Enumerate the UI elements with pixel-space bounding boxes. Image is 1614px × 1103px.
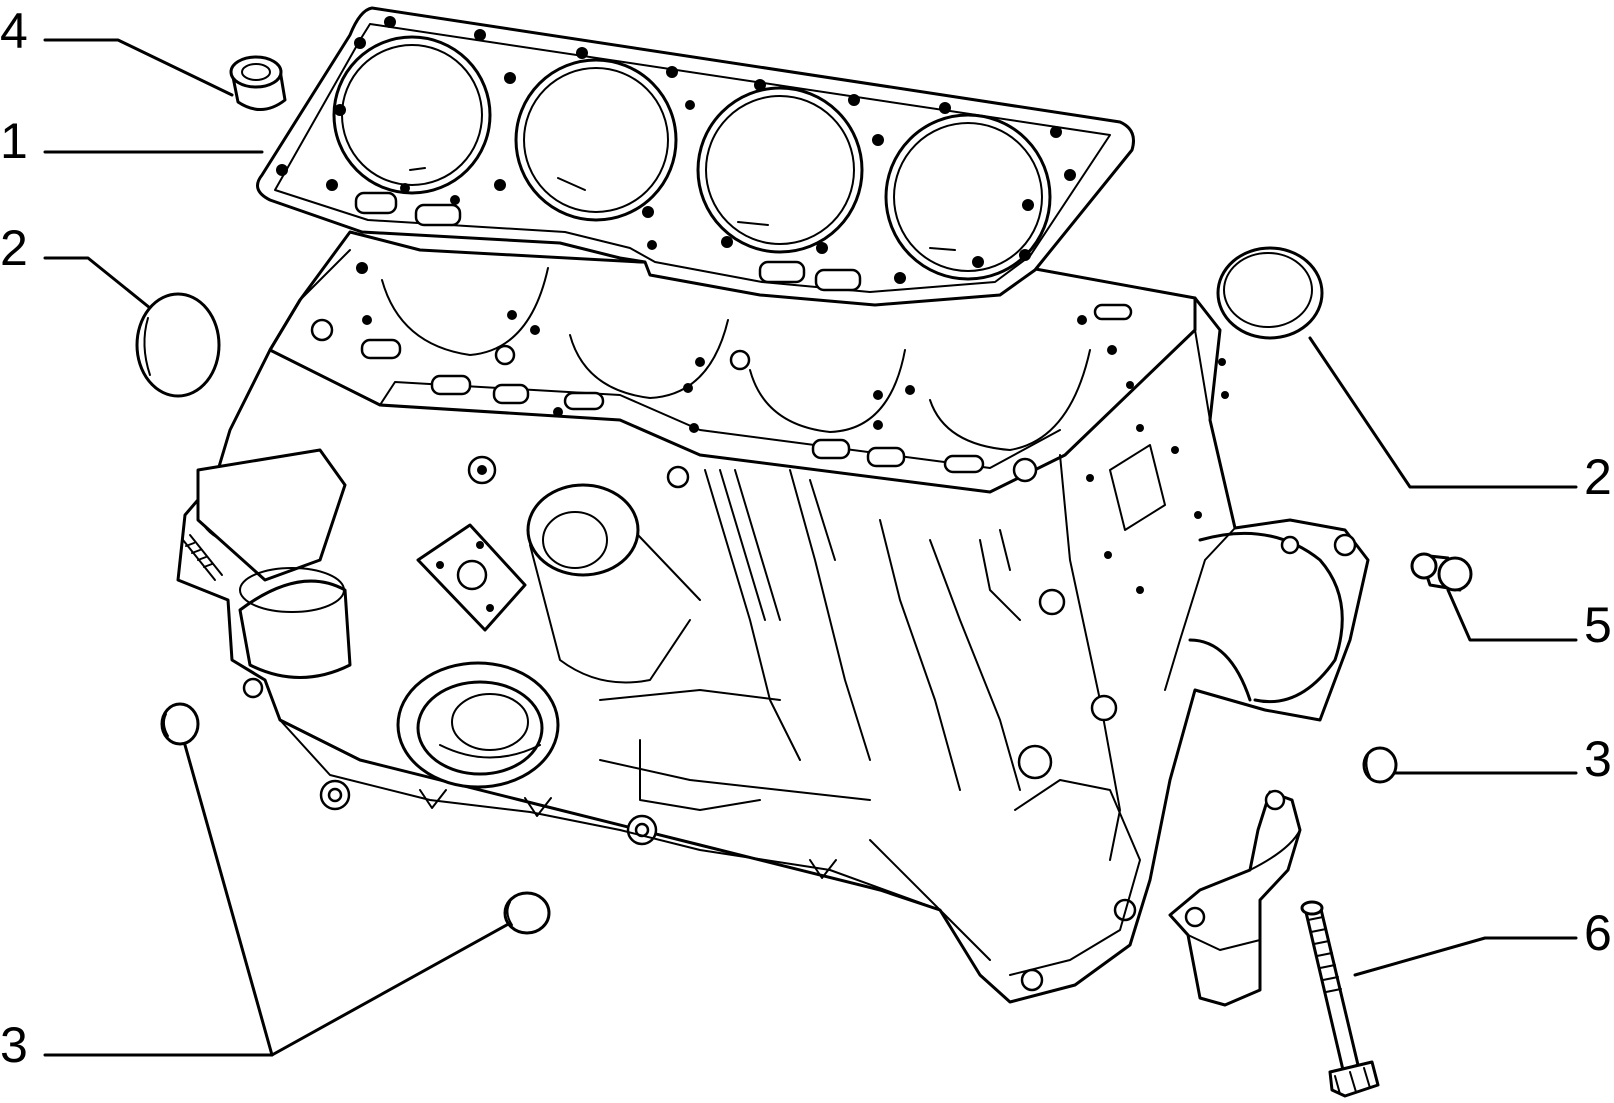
leader-5 <box>1446 588 1578 642</box>
leader-3-bottom <box>43 743 274 1057</box>
callout-4: 4 <box>0 3 28 59</box>
gasket-slot-4 <box>814 268 862 292</box>
part-3-plug-bottom <box>503 891 551 935</box>
deck-corner-boss <box>666 465 690 489</box>
gasket-bore-marks <box>409 167 956 251</box>
rear-bolt-hole-2 <box>1280 535 1300 555</box>
bore-arc-1 <box>381 267 549 356</box>
skirt-boss-3 <box>1017 744 1053 780</box>
stud <box>182 534 223 581</box>
callout-6: 6 <box>1584 905 1612 961</box>
end-face-edge-2 <box>1164 329 1236 691</box>
skirt-boss-8 <box>242 677 264 699</box>
leader-4 <box>43 38 234 97</box>
head-gasket <box>256 6 1135 307</box>
part-4-dowel-sleeve <box>229 55 287 111</box>
block-deck-inner <box>299 249 1061 469</box>
engine-block <box>176 230 1370 1004</box>
callout-3-right: 3 <box>1584 731 1612 787</box>
gasket-slot-3 <box>758 260 806 284</box>
callout-2-left: 2 <box>0 220 28 276</box>
leader-6 <box>1353 936 1578 977</box>
leader-2-left <box>43 256 152 310</box>
callout-1: 1 <box>0 113 28 169</box>
callout-2-right: 2 <box>1584 449 1612 505</box>
skirt-boss-1-inner <box>327 787 343 803</box>
main-bearing-cap <box>1168 789 1302 1007</box>
rear-flange <box>1009 779 1141 976</box>
flange-center <box>456 559 488 591</box>
skirt-boss-4 <box>1038 588 1066 616</box>
left-boss-body <box>196 448 347 582</box>
gasket-bore-4 <box>884 113 1052 281</box>
skirt-boss-5 <box>1090 694 1118 722</box>
block-outline <box>176 230 1370 1004</box>
end-face-plate <box>1109 444 1166 531</box>
part-3-plug-right <box>1362 746 1398 784</box>
gasket-slot-1 <box>354 191 398 215</box>
leader-lines <box>43 38 1578 1057</box>
leader-3-bottom-b <box>270 920 514 1057</box>
gasket-bore-3 <box>696 86 864 254</box>
center-boss-inner <box>542 511 608 569</box>
left-cylinder-boss <box>238 579 352 679</box>
leader-2-right <box>1308 336 1578 489</box>
sump-rail-tabs <box>419 789 837 879</box>
part-5-plug <box>1410 552 1473 592</box>
bore-arc-3 <box>749 349 906 433</box>
rear-bolt-hole <box>1333 533 1357 557</box>
water-inlet-vane <box>439 744 541 759</box>
gasket-bore-2 <box>514 58 678 222</box>
water-inlet-inner <box>451 693 529 751</box>
bore-arc-4 <box>929 349 1091 451</box>
part-2-right-core-plug <box>1216 246 1324 340</box>
gasket-bolt-holes <box>276 16 1076 284</box>
gasket-bore-1 <box>332 35 492 195</box>
rear-bearing-housing <box>1188 531 1344 704</box>
block-deck <box>268 296 1197 494</box>
left-cylinder-boss-top <box>239 567 345 613</box>
skirt-boss-6 <box>1020 968 1044 992</box>
gasket-slot-2 <box>414 203 462 227</box>
deck-ports <box>360 303 1133 474</box>
part-6-bolt <box>1300 900 1380 1098</box>
part-3-plug-left <box>160 702 200 746</box>
part-2-left-core-plug <box>135 292 221 398</box>
side-ribs <box>599 469 1021 961</box>
sump-rail <box>279 719 941 911</box>
bore-arc-2 <box>569 319 729 399</box>
center-boss-body <box>529 534 701 684</box>
callout-5: 5 <box>1584 597 1612 653</box>
callout-3-bottom: 3 <box>0 1017 28 1073</box>
center-boss-top <box>526 483 640 577</box>
deck-bolt-holes <box>310 262 1229 594</box>
water-inlet-mid <box>416 680 544 776</box>
